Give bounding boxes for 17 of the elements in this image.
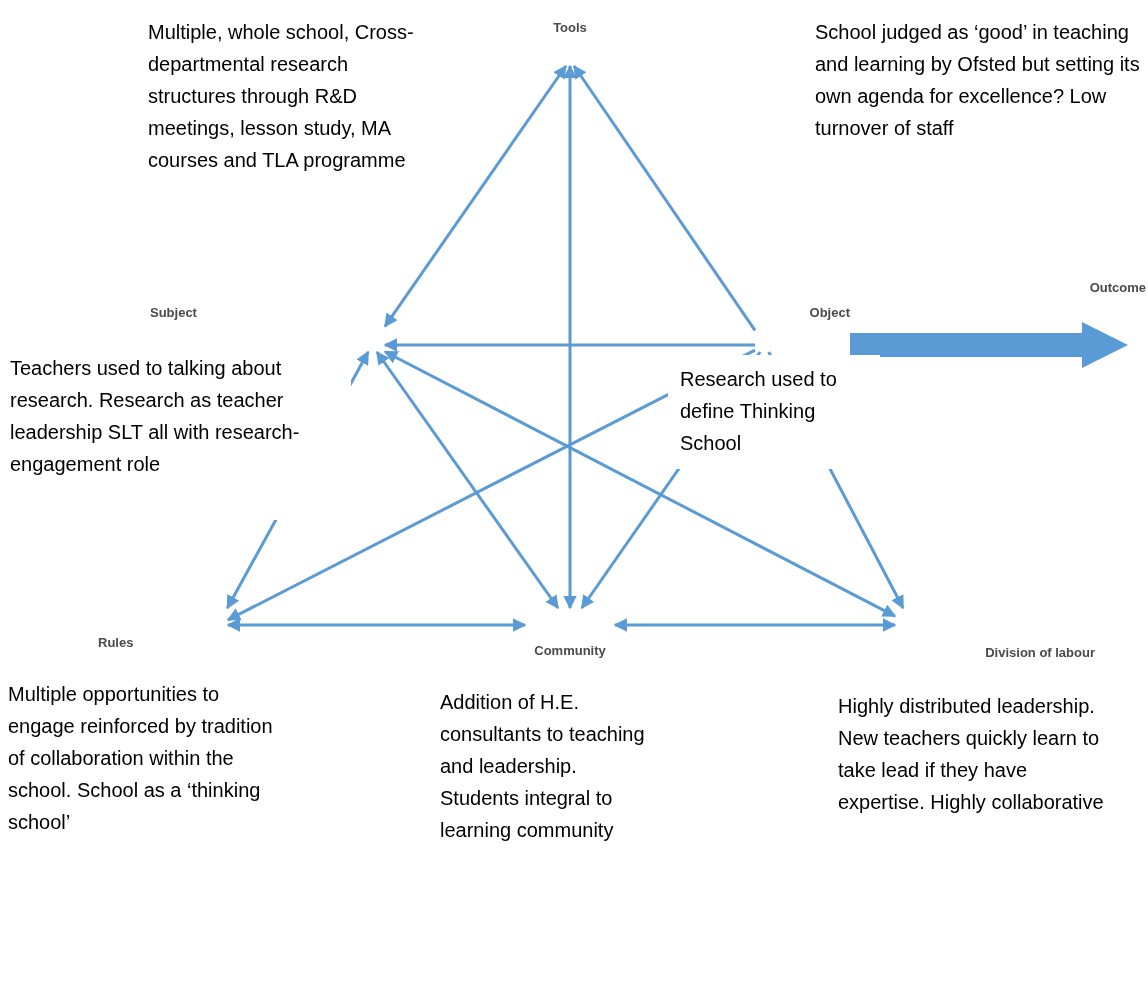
- vertex-label: Rules: [98, 608, 228, 650]
- vertex-label: Tools: [525, 20, 615, 66]
- arrow: [375, 350, 560, 610]
- description-text: Research used to define Thinking School: [668, 355, 880, 469]
- arrow: [613, 618, 897, 632]
- vertex-label: Subject: [150, 305, 385, 352]
- vertex-label: Object: [755, 305, 850, 352]
- arrow: [383, 350, 897, 618]
- block-arrow: [850, 322, 1128, 368]
- arrow: [383, 64, 568, 328]
- arrow: [383, 338, 755, 352]
- vertex-label: Outcome: [1082, 280, 1146, 372]
- arrow: [563, 64, 577, 610]
- arrow: [572, 64, 757, 332]
- vertex-label: Division of labour: [895, 608, 1095, 660]
- vertex-label: Community: [525, 608, 615, 658]
- arrow: [226, 618, 527, 632]
